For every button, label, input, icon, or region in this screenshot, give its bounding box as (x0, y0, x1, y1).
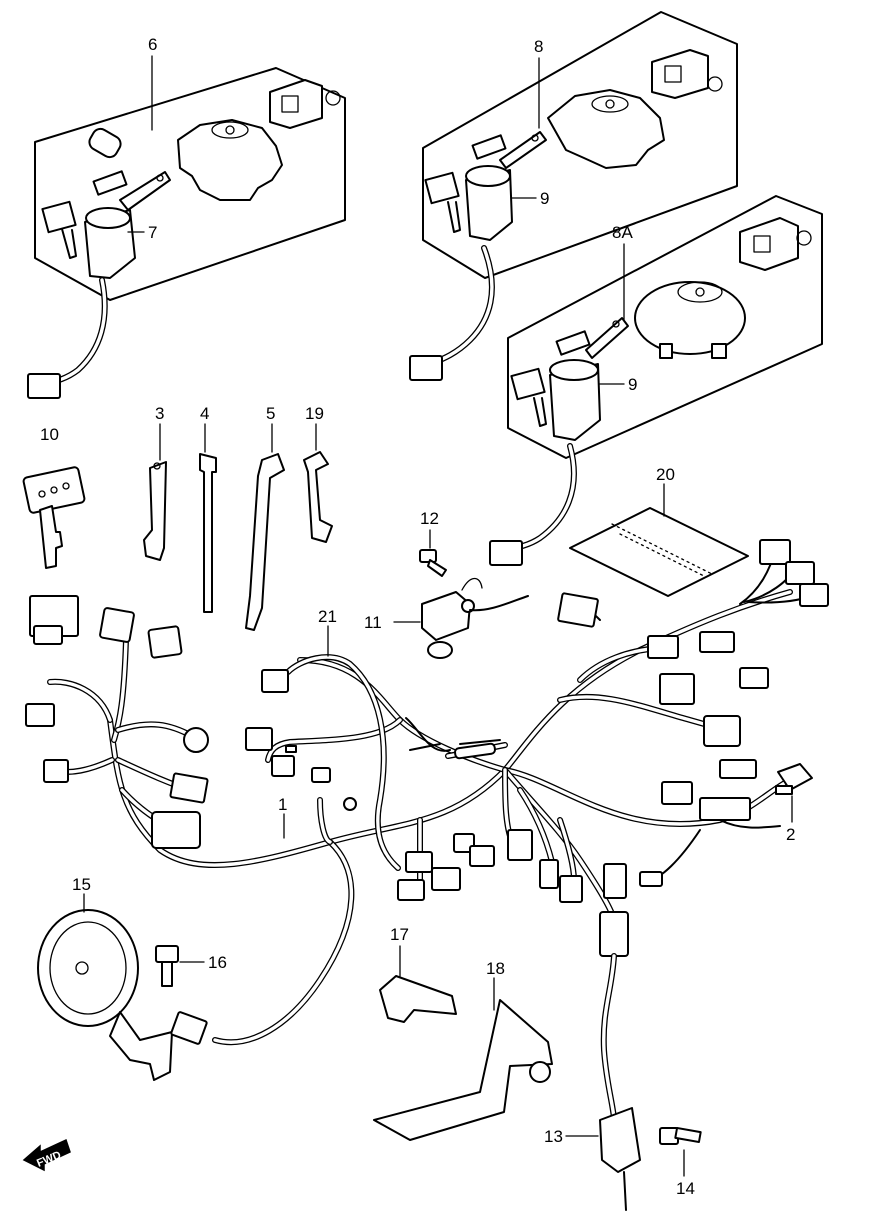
fuel-cap-8 (547, 89, 665, 169)
cover-17: 17 (379, 925, 457, 1023)
callout-4: 4 (200, 404, 209, 423)
kit-8-frame (422, 11, 738, 279)
fuel-cap-8a (634, 281, 746, 359)
ignition-kit-8a: 8A 9 (489, 195, 823, 566)
kit-8a-lead (502, 443, 577, 553)
callout-9-top: 9 (540, 189, 549, 208)
ignition-kit-8: 8 9 (409, 11, 738, 381)
bracket-18: 18 (373, 959, 553, 1141)
clamp-19: 19 (303, 404, 333, 543)
fuse-2: 2 (775, 763, 813, 844)
ignition-switch-9-top (424, 131, 547, 241)
ignition-switch-9-bottom (510, 317, 629, 441)
callout-13: 13 (544, 1127, 563, 1146)
callout-3: 3 (155, 404, 164, 423)
callout-18: 18 (486, 959, 505, 978)
cable-tie-5: 5 (245, 404, 285, 631)
callout-8: 8 (534, 37, 543, 56)
seat-lock-6 (269, 79, 341, 129)
key-cylinder (88, 127, 122, 159)
kit-8a-frame (507, 195, 823, 459)
callout-17: 17 (390, 925, 409, 944)
callout-5: 5 (266, 404, 275, 423)
callout-8a: 8A (612, 223, 633, 242)
bolt-12: 12 (419, 509, 447, 577)
callout-10: 10 (40, 425, 59, 444)
callout-9-bottom: 9 (628, 375, 637, 394)
callout-14: 14 (676, 1179, 695, 1198)
seat-lock-8a (739, 217, 812, 271)
callout-11: 11 (364, 613, 382, 632)
sub-harness-21: 21 (261, 607, 401, 871)
clamp-3: 3 (143, 404, 167, 561)
callout-21: 21 (318, 607, 337, 626)
harness-connectors (25, 539, 829, 903)
callout-15: 15 (72, 875, 91, 894)
ignition-kit-6: 6 7 (27, 35, 346, 399)
label-sheet-20: 20 (569, 465, 749, 597)
kit-6-lead (41, 277, 108, 387)
callout-2: 2 (786, 825, 795, 844)
callout-6: 6 (148, 35, 157, 54)
forward-direction-arrow-icon: FWD (22, 1138, 71, 1172)
kit-6-connector (27, 373, 61, 399)
callout-12: 12 (420, 509, 439, 528)
cable-tie-4: 4 (199, 404, 217, 613)
kit-6-frame (34, 67, 346, 301)
callout-1: 1 (278, 795, 287, 814)
kit-8a-connector (489, 540, 523, 566)
seat-lock-8 (651, 49, 723, 99)
ignition-switch-7 (41, 170, 171, 279)
bolt-14: 14 (659, 1126, 702, 1198)
switch-11: 11 (364, 577, 529, 659)
callout-7: 7 (148, 223, 157, 242)
kit-8-connector (409, 355, 443, 381)
sensor-13: 13 (544, 911, 641, 1211)
bolt-16: 16 (155, 945, 227, 987)
callout-19: 19 (305, 404, 324, 423)
horn-15: 15 (37, 875, 208, 1081)
callout-16: 16 (208, 953, 227, 972)
fuel-cap-6 (177, 119, 283, 201)
key-blank-10: 10 (22, 425, 86, 569)
callout-20: 20 (656, 465, 675, 484)
